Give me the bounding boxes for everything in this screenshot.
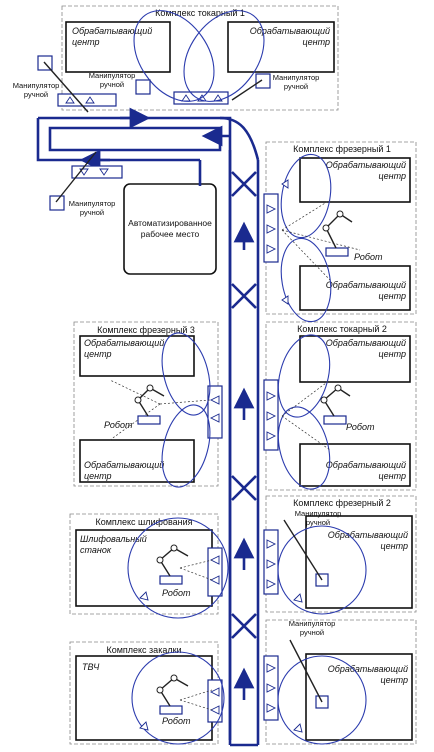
robot-milling3: Робот xyxy=(104,384,165,430)
robot-grinding: Робот xyxy=(156,544,191,598)
machining-center-milling1-bottom: Обрабатывающий центр xyxy=(299,265,411,311)
induction-hardening-machine: ТВЧ xyxy=(75,655,213,741)
svg-text:центр: центр xyxy=(302,37,330,47)
svg-text:ручной: ручной xyxy=(300,628,324,637)
svg-text:центр: центр xyxy=(378,171,406,181)
orbit-markers xyxy=(139,179,303,733)
machining-center-milling1-top: Обрабатывающий центр xyxy=(299,157,411,203)
manipulator-hardening-right: Манипулятор ручной xyxy=(289,619,336,709)
svg-text:ручной: ручной xyxy=(100,80,124,89)
svg-text:Манипулятор: Манипулятор xyxy=(69,199,116,208)
complex-turning1: Комплекс токарный 1 xyxy=(61,5,339,111)
svg-text:ручной: ручной xyxy=(80,208,104,217)
grinding-machine: Шлифовальный станок xyxy=(75,529,213,607)
svg-text:Робот: Робот xyxy=(162,716,191,726)
svg-text:Манипулятор: Манипулятор xyxy=(295,509,342,518)
svg-text:Обрабатывающий: Обрабатывающий xyxy=(326,460,406,470)
svg-text:Обрабатывающий: Обрабатывающий xyxy=(328,530,408,540)
svg-text:Обрабатывающий: Обрабатывающий xyxy=(84,460,164,470)
complex-turning1-title: Комплекс токарный 1 xyxy=(155,8,245,18)
complex-turning2-title: Комплекс токарный 2 xyxy=(297,324,387,334)
svg-text:Обрабатывающий: Обрабатывающий xyxy=(326,338,406,348)
complex-milling2-title: Комплекс фрезерный 2 xyxy=(293,498,391,508)
conveyor xyxy=(36,107,260,747)
svg-text:Манипулятор: Манипулятор xyxy=(13,81,60,90)
manipulator-turning1-left: Манипулятор ручной xyxy=(89,71,151,95)
manipulator-left-bottom: Манипулятор ручной xyxy=(49,151,116,217)
svg-text:ТВЧ: ТВЧ xyxy=(82,662,100,672)
manipulator-turning1-right: Манипулятор ручной xyxy=(231,73,320,101)
svg-text:Манипулятор: Манипулятор xyxy=(273,73,320,82)
complex-milling1-title: Комплекс фрезерный 1 xyxy=(293,144,391,154)
machining-center-milling3-top: Обрабатывающий центр xyxy=(79,335,195,377)
svg-text:ручной: ручной xyxy=(284,82,308,91)
svg-text:центр: центр xyxy=(84,471,112,481)
svg-text:центр: центр xyxy=(380,675,408,685)
buffer-milling2 xyxy=(263,529,279,595)
svg-text:центр: центр xyxy=(378,291,406,301)
svg-text:рабочее место: рабочее место xyxy=(141,229,200,239)
robot-turning2: Робот xyxy=(320,384,375,432)
buffer-grinding xyxy=(207,547,223,597)
machining-center-turning2-bottom: Обрабатывающий центр xyxy=(299,443,411,487)
machining-center-turning1-right: Обрабатывающий центр xyxy=(227,21,335,73)
svg-text:станок: станок xyxy=(80,545,112,555)
svg-text:Обрабатывающий: Обрабатывающий xyxy=(250,26,330,36)
svg-text:Робот: Робот xyxy=(104,420,133,430)
complex-hardening-title: Комплекс закалки xyxy=(106,645,181,655)
machining-center-turning2-top: Обрабатывающий центр xyxy=(299,335,411,383)
machining-center-milling3-bottom: Обрабатывающий центр xyxy=(79,439,195,483)
svg-text:Манипулятор: Манипулятор xyxy=(289,619,336,628)
sight-lines xyxy=(109,199,361,711)
buffer-milling3 xyxy=(207,385,223,439)
switch-2 xyxy=(231,283,257,309)
automated-workplace: Автоматизированное рабочее место xyxy=(123,183,217,275)
svg-text:Шлифовальный: Шлифовальный xyxy=(80,534,147,544)
manipulator-left-top: Манипулятор ручной xyxy=(13,55,89,113)
buffer-turning2 xyxy=(263,379,279,451)
svg-text:Робот: Робот xyxy=(162,588,191,598)
svg-text:Робот: Робот xyxy=(354,252,383,262)
svg-text:Обрабатывающий: Обрабатывающий xyxy=(326,280,406,290)
svg-text:центр: центр xyxy=(378,349,406,359)
svg-text:Робот: Робот xyxy=(346,422,375,432)
svg-text:центр: центр xyxy=(72,37,100,47)
machining-center-milling2: Обрабатывающий центр xyxy=(305,515,413,609)
buffer-milling1 xyxy=(263,193,279,263)
buffer-hardening-right xyxy=(263,655,279,721)
manipulator-milling2: Манипулятор ручной xyxy=(283,509,342,587)
svg-text:центр: центр xyxy=(84,349,112,359)
svg-text:Автоматизированное: Автоматизированное xyxy=(128,218,212,228)
switch-1 xyxy=(231,171,257,197)
svg-text:ручной: ручной xyxy=(306,518,330,527)
svg-text:Обрабатывающий: Обрабатывающий xyxy=(84,338,164,348)
svg-text:ручной: ручной xyxy=(24,90,48,99)
svg-text:центр: центр xyxy=(378,471,406,481)
buffer-left-bottom xyxy=(71,165,123,179)
svg-text:Манипулятор: Манипулятор xyxy=(89,71,136,80)
complex-milling3-title: Комплекс фрезерный 3 xyxy=(97,325,195,335)
svg-text:Обрабатывающий: Обрабатывающий xyxy=(328,664,408,674)
robot-milling1: Робот xyxy=(322,210,383,262)
robot-hardening: Робот xyxy=(156,674,191,726)
machining-center-turning1-left: Обрабатывающий центр xyxy=(65,21,171,73)
svg-text:Обрабатывающий: Обрабатывающий xyxy=(326,160,406,170)
buffer-left-top xyxy=(57,93,117,107)
switch-3 xyxy=(231,475,257,501)
switch-4 xyxy=(231,613,257,639)
svg-text:центр: центр xyxy=(380,541,408,551)
svg-text:Обрабатывающий: Обрабатывающий xyxy=(72,26,152,36)
complex-grinding-title: Комплекс шлифования xyxy=(95,517,192,527)
